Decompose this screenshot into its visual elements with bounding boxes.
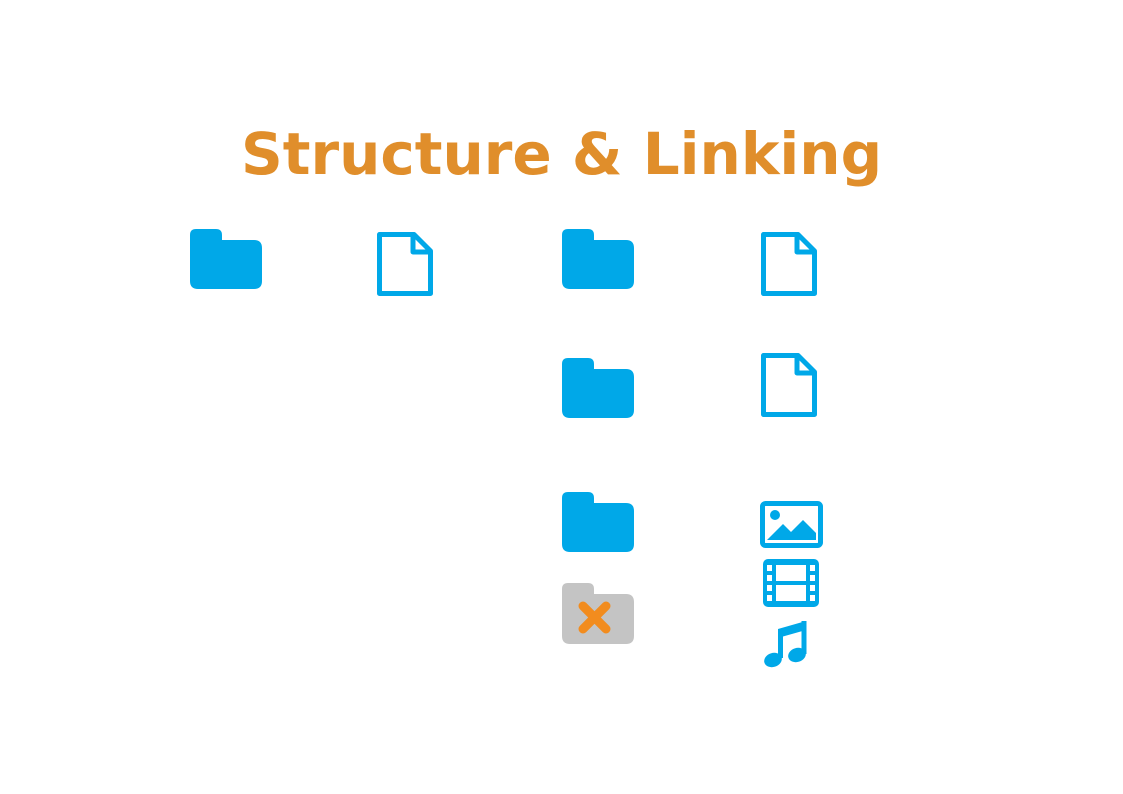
broken-folder-icon [562, 583, 634, 644]
film-icon [763, 559, 819, 607]
folder-icon [562, 358, 634, 418]
file-icon [760, 231, 818, 297]
music-note-icon [762, 619, 810, 669]
file-icon [760, 352, 818, 418]
image-icon [760, 501, 823, 548]
page-title: Structure & Linking [241, 120, 883, 188]
folder-icon [190, 229, 262, 289]
folder-icon [562, 229, 634, 289]
file-icon [376, 231, 434, 297]
folder-icon [562, 492, 634, 552]
